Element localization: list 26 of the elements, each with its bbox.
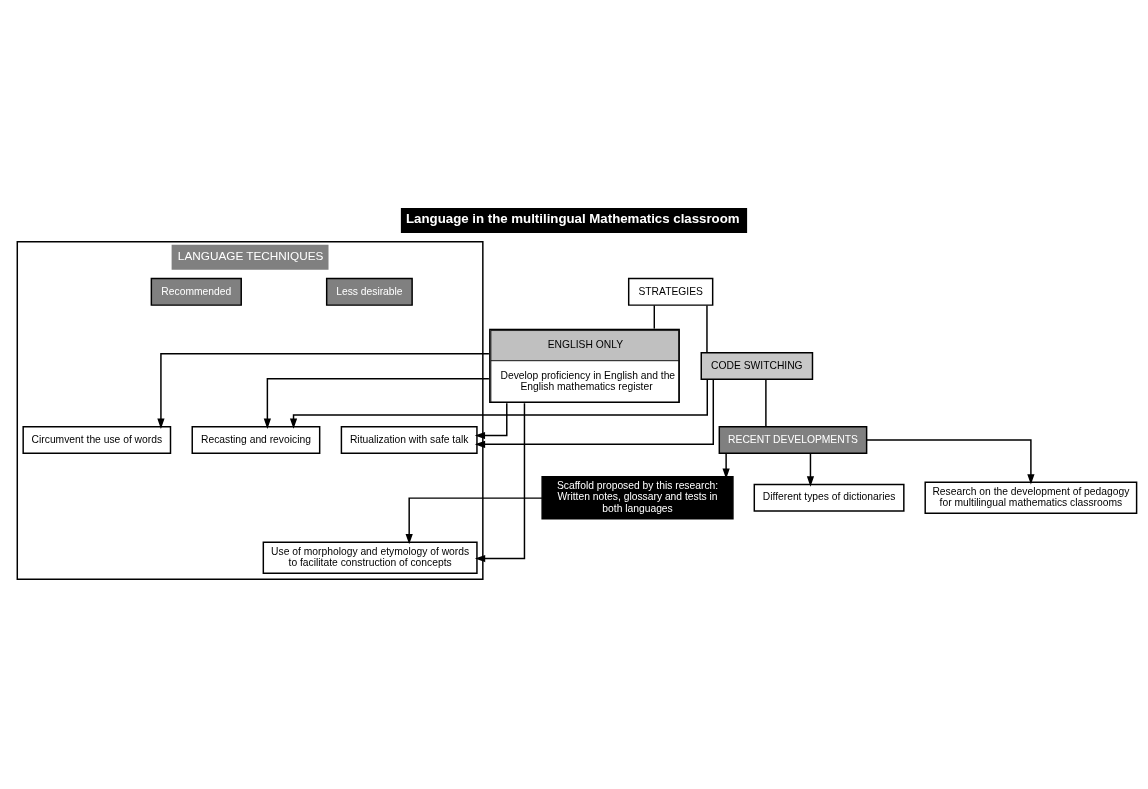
arrow: [157, 352, 490, 429]
arrow: [263, 377, 490, 429]
arrow: [405, 496, 543, 544]
node-box: CODE SWITCHING: [700, 351, 814, 380]
node-box: Scaffold proposed by this research: Written notes, glossary and tests in both languages: [541, 475, 734, 519]
node-box: RECENT DEVELOPMENTS: [718, 425, 868, 454]
node-box: Circumvent the use of words: [22, 425, 172, 454]
node-box: Use of morphology and etymology of words to facilitate construction of concepts: [262, 541, 478, 574]
node-box: Different types of dictionaries: [753, 483, 905, 512]
arrow: [474, 377, 714, 448]
node-box: Research on the development of pedagogy for multilingual mathematics classrooms: [924, 481, 1138, 514]
arrow: [806, 452, 815, 487]
node-box: STRATEGIES: [627, 277, 714, 306]
diagram-title: Language in the multilingual Mathematics classroom: [406, 210, 740, 226]
arrow: [474, 402, 526, 562]
arrow: [866, 438, 1035, 484]
connector: [653, 304, 656, 329]
arrow: [474, 401, 508, 439]
arrow: [722, 452, 730, 479]
node-box: Recasting and revoicing: [191, 425, 321, 454]
arrow: [289, 378, 708, 429]
node-box: Less desirable: [325, 277, 413, 306]
node-box: Ritualization with safe talk: [340, 425, 478, 454]
node-box: Recommended: [150, 277, 242, 306]
connector: [706, 304, 708, 353]
connector: [765, 378, 767, 427]
